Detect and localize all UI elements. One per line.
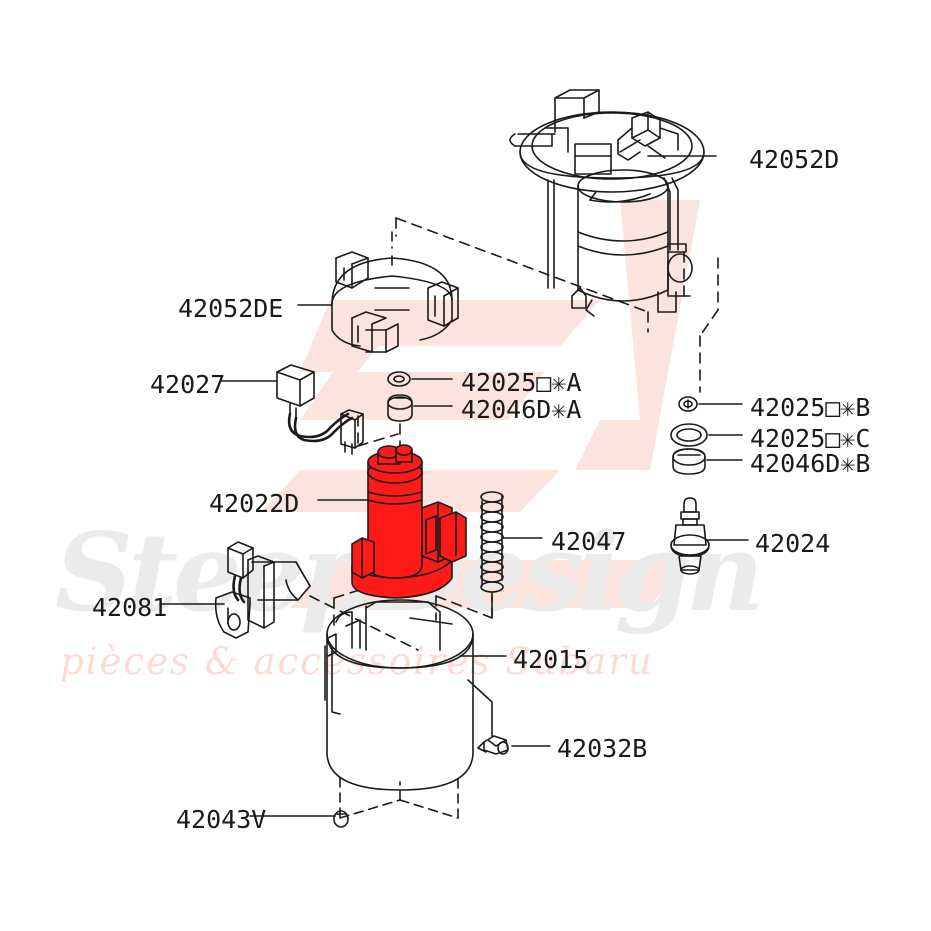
part-label-42022d: 42022D	[209, 489, 300, 518]
part-42046db-artwork	[672, 448, 706, 475]
part-42025c-artwork	[670, 423, 708, 447]
part-label-42024: 42024	[755, 529, 831, 558]
part-42046da-artwork	[387, 394, 413, 422]
leader-lines	[159, 155, 749, 817]
part-42052de-artwork	[331, 231, 459, 353]
part-42043v-artwork	[333, 810, 349, 828]
part-42047-artwork	[480, 491, 504, 619]
part-label-42047: 42047	[551, 527, 627, 556]
part-label-42046db: 42046D✳B	[750, 449, 871, 478]
part-label-42052d: 42052D	[749, 145, 840, 174]
part-label-42025c: 42025□✳C	[750, 424, 871, 453]
part-label-42046da: 42046D✳A	[461, 395, 582, 424]
part-label-42043V: 42043V	[176, 805, 267, 834]
part-label-42081: 42081	[92, 593, 168, 622]
part-42025a-artwork	[387, 371, 411, 387]
part-label-42015: 42015	[513, 645, 589, 674]
part-label-42052de: 42052DE	[178, 294, 284, 323]
part-42081-artwork	[214, 541, 311, 639]
part-42027-artwork	[276, 364, 364, 455]
part-42025b-artwork	[678, 396, 698, 412]
part-label-42032b: 42032B	[557, 734, 648, 763]
part-42052d-artwork	[509, 89, 705, 317]
part-label-42025a: 42025□✳A	[461, 368, 582, 397]
part-label-42025b: 42025□✳B	[750, 393, 871, 422]
part-42015-artwork	[324, 599, 474, 819]
part-42024-artwork	[670, 497, 710, 575]
part-label-42027: 42027	[150, 370, 226, 399]
part-42032b-artwork	[467, 679, 509, 755]
